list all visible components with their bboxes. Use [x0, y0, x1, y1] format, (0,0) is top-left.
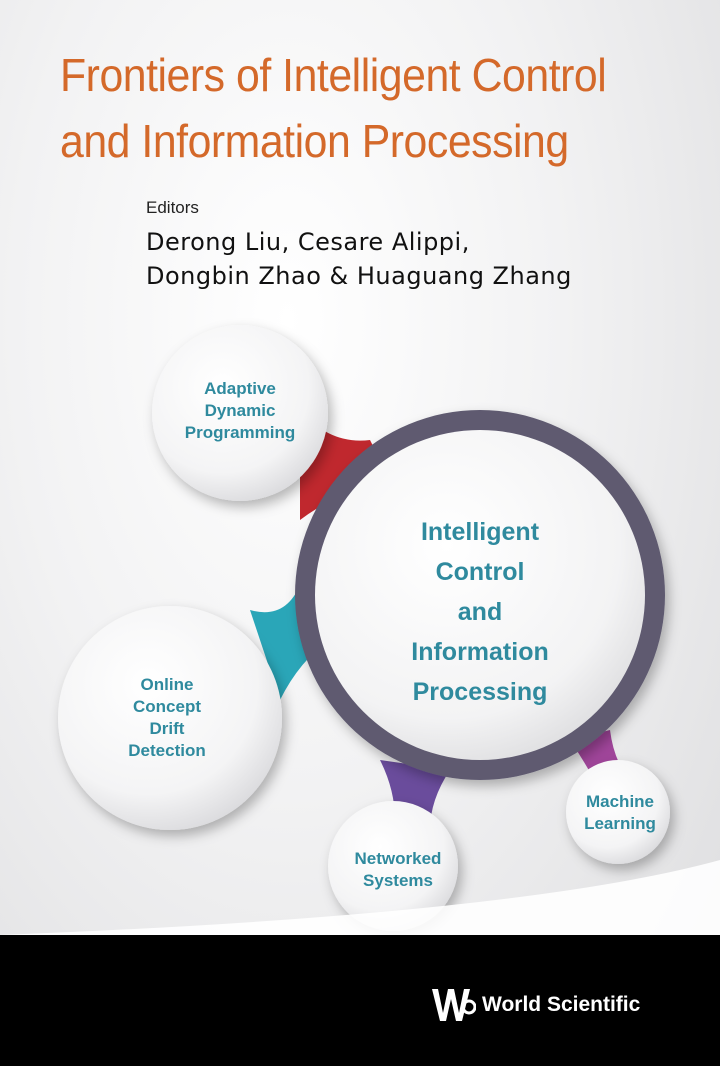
- publisher-mark: World Scientific: [430, 985, 640, 1025]
- editor-names-line-1: Derong Liu, Cesare Alippi,: [146, 228, 470, 256]
- topic-diagram: [58, 325, 670, 931]
- editor-names-line-2: Dongbin Zhao & Huaguang Zhang: [146, 262, 572, 290]
- title-line-2: and Information Processing: [60, 115, 569, 167]
- center-circle: [315, 430, 645, 760]
- ocd-bubble: [58, 606, 282, 830]
- ml-bubble: [566, 760, 670, 864]
- adp-bubble: [152, 325, 328, 501]
- publisher-name: World Scientific: [482, 993, 641, 1016]
- ws-logo-icon: [432, 989, 476, 1021]
- ocd-label: Online Concept Drift Detection: [128, 675, 206, 760]
- adp-label: Adaptive Dynamic Programming: [184, 379, 296, 442]
- net-label: Networked Systems: [354, 849, 442, 890]
- footer-band: [0, 935, 720, 1066]
- center-label: Intelligent Control and Information Proc…: [411, 518, 549, 706]
- title-line-1: Frontiers of Intelligent Control: [60, 49, 607, 101]
- net-bubble: [328, 801, 458, 931]
- ml-label: Machine Learning: [584, 792, 656, 833]
- editors-label: Editors: [146, 198, 199, 217]
- book-title: Frontiers of Intelligent Control and Inf…: [60, 42, 665, 174]
- footer-swoosh: [0, 860, 720, 935]
